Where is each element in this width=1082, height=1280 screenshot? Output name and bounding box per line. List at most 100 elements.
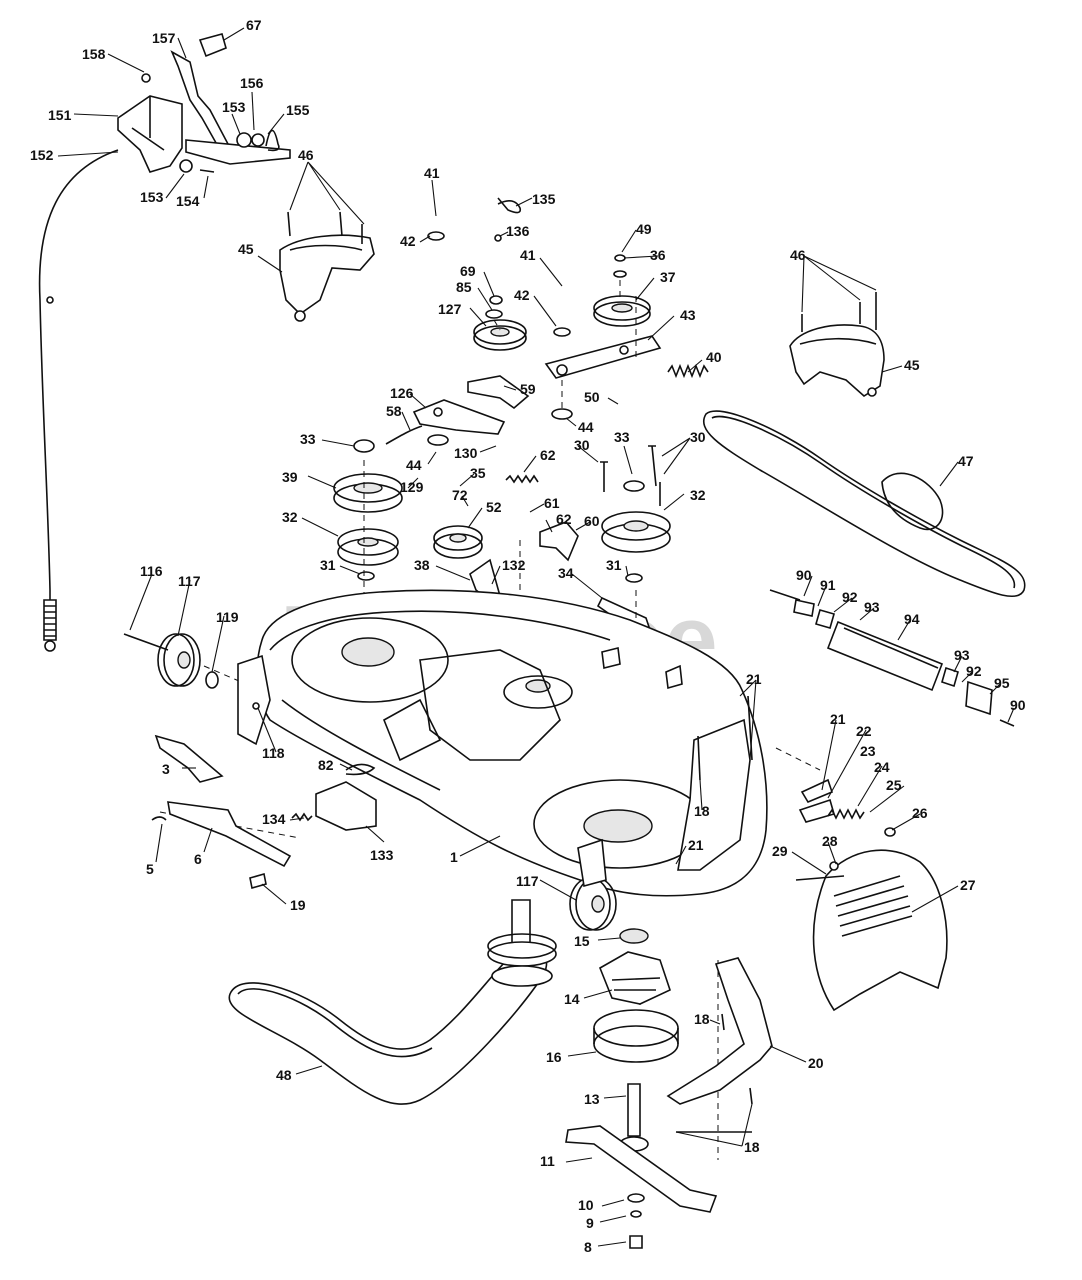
lift-lever-assembly xyxy=(117,33,291,173)
callout-18-right: 18 xyxy=(694,1011,710,1027)
callout-44-left: 44 xyxy=(406,457,422,473)
callout-90-right: 90 xyxy=(1010,697,1026,713)
callout-44-right: 44 xyxy=(578,419,594,435)
spindle-guard-16 xyxy=(593,1009,679,1063)
callout-33-right: 33 xyxy=(614,429,630,445)
callout-15: 15 xyxy=(574,933,590,949)
callout-3: 3 xyxy=(162,761,170,777)
callout-8: 8 xyxy=(584,1239,592,1255)
callout-9: 9 xyxy=(586,1215,594,1231)
baffle-20 xyxy=(666,957,773,1105)
callout-24: 24 xyxy=(874,759,890,775)
callout-95: 95 xyxy=(994,675,1010,691)
callout-134: 134 xyxy=(262,811,286,827)
hanger-bracket-3 xyxy=(154,734,224,783)
callout-136: 136 xyxy=(506,223,530,239)
callout-47: 47 xyxy=(958,453,974,469)
callout-41-top: 41 xyxy=(424,165,440,181)
pin-5 xyxy=(151,816,167,821)
washer-10 xyxy=(627,1193,645,1203)
idler-pulley-127 xyxy=(473,319,527,351)
callout-20: 20 xyxy=(808,1055,824,1071)
callout-21-top: 21 xyxy=(746,671,762,687)
callout-127: 127 xyxy=(438,301,462,317)
spindle-shaft-13 xyxy=(619,1083,649,1152)
callout-25: 25 xyxy=(886,777,902,793)
callout-1: 1 xyxy=(450,849,458,865)
callout-29: 29 xyxy=(772,843,788,859)
callout-50: 50 xyxy=(584,389,600,405)
callout-153-bottom: 153 xyxy=(140,189,164,205)
callout-72: 72 xyxy=(452,487,468,503)
bolt-134 xyxy=(291,812,313,822)
bracket-59 xyxy=(467,375,530,410)
link-bar-6 xyxy=(167,801,292,868)
hairpin-82 xyxy=(345,763,376,776)
callout-21-right: 21 xyxy=(830,711,846,727)
pulley-cover-right xyxy=(789,292,885,397)
mower-deck xyxy=(237,589,768,897)
callout-30-left: 30 xyxy=(574,437,590,453)
bracket-23 xyxy=(798,798,835,823)
callout-41-mid: 41 xyxy=(520,247,536,263)
pulley-cover-left xyxy=(279,211,375,322)
callout-21-bottom: 21 xyxy=(688,837,704,853)
callout-31-left: 31 xyxy=(320,557,336,573)
callout-42-top: 42 xyxy=(400,233,416,249)
callout-91: 91 xyxy=(820,577,836,593)
callout-133: 133 xyxy=(370,847,394,863)
callout-61: 61 xyxy=(544,495,560,511)
callout-32-left: 32 xyxy=(282,509,298,525)
bracket-133 xyxy=(315,781,377,831)
callout-32-right: 32 xyxy=(690,487,706,503)
callout-18-bottom: 18 xyxy=(744,1139,760,1155)
callout-126: 126 xyxy=(390,385,414,401)
callout-156: 156 xyxy=(240,75,264,91)
callout-117-left: 117 xyxy=(178,573,201,589)
discharge-chute-27 xyxy=(795,849,948,1012)
callout-119: 119 xyxy=(216,609,239,625)
callout-117-right: 117 xyxy=(516,873,539,889)
callout-45-left: 45 xyxy=(238,241,254,257)
leader-lines xyxy=(57,27,1015,1247)
callout-45-right: 45 xyxy=(904,357,920,373)
callout-23: 23 xyxy=(860,743,876,759)
callout-129: 129 xyxy=(400,479,424,495)
bolt-8 xyxy=(629,1235,643,1249)
callout-118: 118 xyxy=(262,745,285,761)
callout-94: 94 xyxy=(904,611,920,627)
callout-92-left: 92 xyxy=(842,589,858,605)
callout-90-left: 90 xyxy=(796,567,812,583)
callout-14: 14 xyxy=(564,991,580,1007)
spindle-pulley-117 xyxy=(487,899,557,987)
callout-60: 60 xyxy=(584,513,600,529)
callout-10: 10 xyxy=(578,1197,594,1213)
pulley-32-right xyxy=(601,511,671,553)
spring-40 xyxy=(667,363,709,379)
callout-34: 34 xyxy=(558,565,574,581)
callout-85: 85 xyxy=(456,279,472,295)
gauge-wheel-right xyxy=(569,838,617,931)
callout-28: 28 xyxy=(822,833,838,849)
callout-37: 37 xyxy=(660,269,676,285)
callout-116: 116 xyxy=(140,563,163,579)
callout-157: 157 xyxy=(152,30,176,46)
spring-62-upper xyxy=(505,474,539,484)
callout-93-left: 93 xyxy=(864,599,880,615)
gauge-wheel-left xyxy=(123,633,219,689)
callout-62-lower: 62 xyxy=(556,511,572,527)
callout-42-mid: 42 xyxy=(514,287,530,303)
anti-scalp-roller xyxy=(769,589,1015,727)
callout-48: 48 xyxy=(276,1067,292,1083)
callout-19: 19 xyxy=(290,897,306,913)
bracket-22 xyxy=(800,778,833,804)
callout-155: 155 xyxy=(286,102,310,118)
bracket-60 xyxy=(539,521,579,562)
callout-135: 135 xyxy=(532,191,556,207)
bolts-30 xyxy=(600,445,661,506)
callout-27: 27 xyxy=(960,877,976,893)
callout-62-upper: 62 xyxy=(540,447,556,463)
callout-22: 22 xyxy=(856,723,872,739)
callout-153-top: 153 xyxy=(222,99,246,115)
